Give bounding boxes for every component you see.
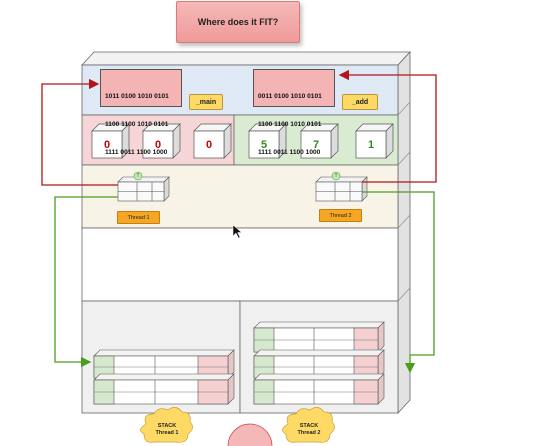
title-text: Where does it FIT? [197,17,279,27]
symbol-main: _main [189,94,223,110]
code-line: 1100 1100 1010 0101 [258,120,322,128]
thread2-marker: T [334,173,338,179]
stack2-frames [253,321,385,405]
mouse-cursor-icon [232,224,243,239]
arrow-thread1-to-stack [54,196,118,368]
box-top-face [81,51,411,66]
data-cube [91,123,130,159]
heap-section [81,227,399,302]
data-value: 0 [103,138,111,151]
stack1-title: STACK [157,422,177,429]
thread1-label: Thread 1 [117,211,160,224]
code-line: 0011 0100 1010 0101 [258,92,322,100]
data-value: 0 [205,138,213,151]
stack1-thread: Thread 1 [155,430,179,436]
data-cube [142,123,181,159]
thread1-marker: T [136,173,140,179]
data-cube [248,123,287,159]
data-cube [300,123,339,159]
title-box: Where does it FIT? [176,1,300,43]
code-line: 1011 0100 1010 0101 [105,92,169,100]
arrow-thread1-to-main [41,78,118,186]
stack1-cloud: STACK Thread 1 [146,418,188,442]
data-value: 5 [260,138,268,151]
stack2-cloud-shape [282,407,335,443]
stack2-title: STACK [299,422,319,429]
partial-circle-shape [227,423,273,446]
binary-code-main: 1011 0100 1010 0101 1100 1100 1010 0101 … [100,69,182,156]
box-side-face [397,50,411,415]
code-line: 1111 0011 1100 1000 [105,148,168,156]
stack2-cloud: STACK Thread 2 [288,418,330,442]
thread2-register [315,171,368,202]
arrow-thread2-to-add [338,69,437,183]
data-value: 0 [154,138,162,151]
stack1-frames [93,349,235,405]
thread2-label: Thread 2 [319,209,362,222]
data-value: 1 [367,138,375,151]
data-value: 7 [312,138,320,151]
stack1-cloud-shape [140,407,193,443]
code-line: 1100 1100 1010 0101 [105,120,169,128]
thread1-register [117,171,170,202]
data-cube [193,123,232,159]
stack2-thread: Thread 2 [297,430,321,436]
binary-code-add: 0011 0100 1010 0101 1100 1100 1010 0101 … [253,69,335,156]
arrow-thread2-to-stack [362,191,435,374]
data-cube [355,123,394,159]
symbol-add: _add [342,94,378,110]
code-line: 1111 0011 1100 1000 [258,148,321,156]
